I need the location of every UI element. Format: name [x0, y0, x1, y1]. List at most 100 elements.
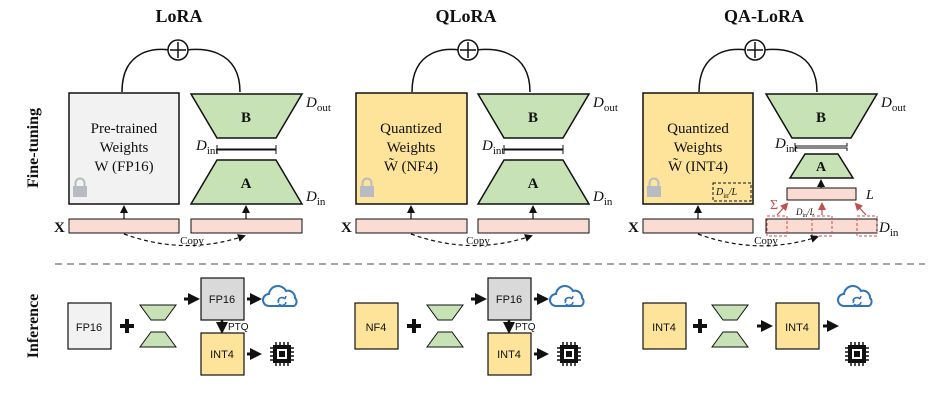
- column-lora: LoRA Pre-trained Weights W (FP16) B A Do…: [54, 6, 331, 376]
- inference-top-label: FP16: [209, 294, 235, 306]
- adapter-a-label: A: [241, 176, 252, 192]
- inference-fp16-box: [67, 302, 112, 350]
- x-label: X: [341, 220, 352, 236]
- segment-label: Din/L: [795, 207, 815, 219]
- plus-icon: [693, 319, 707, 333]
- cloud-icon: [549, 285, 585, 307]
- copy-arrow: [697, 233, 819, 247]
- mini-adapter-icon: [426, 304, 464, 348]
- din-label: Din: [305, 189, 326, 208]
- column-title: LoRA: [155, 6, 202, 26]
- weights-line-1: Quantized: [380, 121, 442, 137]
- copy-label: Copy: [180, 235, 204, 247]
- inference-fp16-label: FP16: [76, 322, 102, 334]
- dout-label: Dout: [305, 95, 331, 114]
- lock-icon: [73, 177, 87, 197]
- inference-nf4-label: NF4: [366, 322, 387, 334]
- weights-line-1: Quantized: [667, 121, 729, 137]
- quantized-weights-box: [355, 92, 468, 205]
- dint-label: Dint: [481, 138, 504, 157]
- mini-adapter-icon: [711, 304, 749, 348]
- column-title: QLoRA: [435, 6, 496, 26]
- x-label: X: [628, 220, 639, 236]
- copy-arrow: [123, 233, 246, 247]
- dint-bracket: [794, 143, 848, 151]
- dint-label: Dint: [195, 138, 218, 157]
- pooled-input-bar: [786, 187, 857, 201]
- copy-label: Copy: [754, 235, 778, 247]
- inference-nf4-box: [354, 302, 399, 350]
- inference-bottom-box: [200, 332, 245, 376]
- din-label: Din: [592, 189, 613, 208]
- group-segments: [766, 215, 878, 237]
- inference-top-box: [200, 277, 245, 321]
- adapter-b: [764, 93, 879, 139]
- sum-arrow-left: [776, 202, 789, 216]
- cloud-icon: [262, 285, 298, 307]
- lock-icon: [647, 177, 661, 197]
- chip-icon: [270, 342, 294, 366]
- lock-icon: [360, 177, 374, 197]
- weights-line-1: Pre-trained: [91, 121, 158, 137]
- ptq-label: PTQ: [515, 322, 536, 333]
- inference-top-label: FP16: [496, 294, 522, 306]
- adapter-a-label: A: [528, 176, 539, 192]
- input-bar-weights: [642, 218, 754, 234]
- inference-bottom-label: INT4: [497, 349, 521, 361]
- weights-line-3: W (FP16): [94, 159, 153, 175]
- weights-line-2: Weights: [100, 140, 149, 156]
- add-circle-icon: [457, 39, 479, 61]
- din-label: Din: [878, 220, 899, 239]
- fine-tuning-label: Fine-tuning: [25, 108, 42, 188]
- inference-int4-box: [642, 302, 687, 350]
- cloud-icon: [837, 285, 873, 307]
- adapter-a: [476, 159, 591, 205]
- dint-bracket: [503, 145, 564, 154]
- pretrained-weights-box: [68, 92, 180, 205]
- group-box: [712, 182, 752, 202]
- column-title: QA-LoRA: [724, 6, 804, 26]
- x-label: X: [54, 220, 65, 236]
- inference-label: Inference: [25, 294, 42, 359]
- sum-label: Σ: [770, 198, 778, 213]
- dout-label: Dout: [592, 95, 618, 114]
- adapter-a: [788, 153, 855, 179]
- plus-icon: [407, 319, 421, 333]
- adapter-b-label: B: [528, 110, 538, 126]
- input-bar-adapter: [765, 218, 878, 234]
- dint-bracket: [216, 145, 277, 154]
- group-label: Din/L: [715, 187, 737, 200]
- adapter-b: [189, 93, 304, 139]
- mini-adapter-icon: [139, 304, 177, 348]
- merge-arc: [121, 48, 241, 93]
- inference-int4-label: INT4: [652, 322, 676, 334]
- weights-line-2: Weights: [387, 140, 436, 156]
- column-qlora: QLoRA Quantized Weights W̃ (NF4) B A Dou…: [341, 6, 618, 376]
- copy-label: Copy: [466, 235, 490, 247]
- merge-arc: [698, 48, 818, 93]
- l-label: L: [865, 188, 874, 203]
- column-qa-lora: QA-LoRA Quantized Weights W̃ (INT4) Din/…: [628, 6, 906, 366]
- chip-icon: [845, 342, 869, 366]
- adapter-b-label: B: [241, 110, 251, 126]
- inference-top-box: [487, 277, 532, 321]
- plus-icon: [120, 319, 134, 333]
- merge-arc: [411, 48, 531, 93]
- sum-arrow-right: [854, 202, 867, 216]
- inference-result-label: INT4: [785, 322, 809, 334]
- adapter-a: [189, 159, 304, 205]
- chip-icon: [557, 342, 581, 366]
- input-bar-adapter: [190, 218, 303, 234]
- adapter-b: [476, 93, 591, 139]
- input-bar-adapter: [477, 218, 590, 234]
- dout-label: Dout: [880, 95, 906, 114]
- adapter-b-label: B: [816, 110, 826, 126]
- ptq-label: PTQ: [228, 322, 249, 333]
- dint-label: Dint: [774, 136, 797, 155]
- add-circle-icon: [167, 39, 189, 61]
- weights-line-3: W̃ (NF4): [384, 158, 438, 175]
- copy-arrow: [410, 233, 533, 247]
- input-bar-weights: [355, 218, 468, 234]
